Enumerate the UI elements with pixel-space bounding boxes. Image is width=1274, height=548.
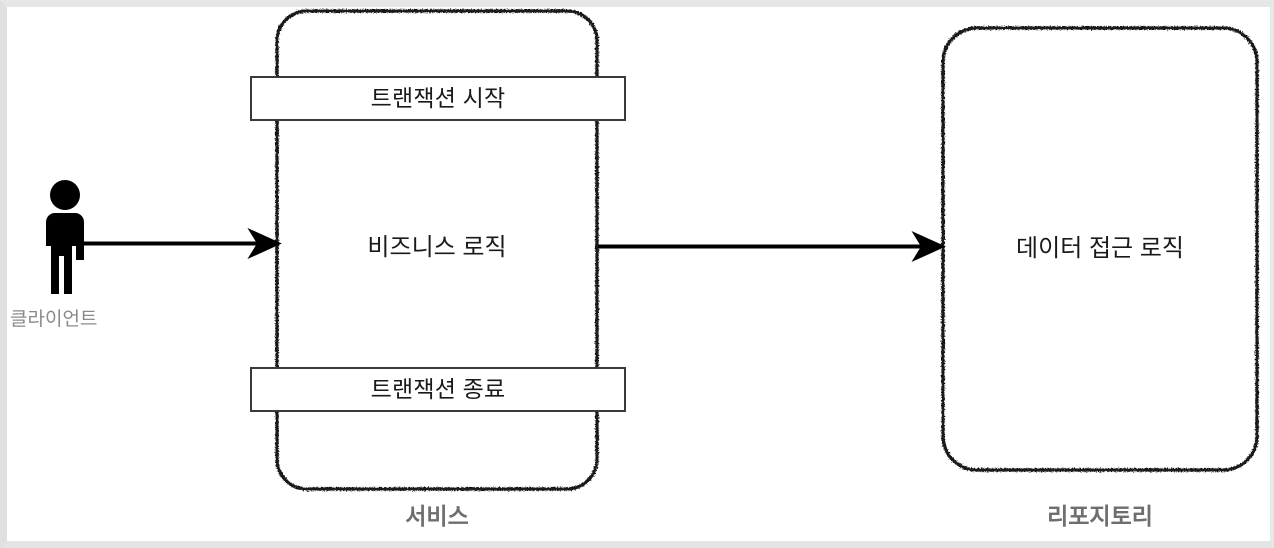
service-title: 서비스 [405, 503, 469, 529]
transaction-begin-bar[interactable]: 트랜잭션 시작 [250, 76, 626, 121]
repository-title: 리포지토리 [1047, 503, 1153, 529]
client-actor[interactable] [36, 178, 94, 294]
transaction-end-bar[interactable]: 트랜잭션 종료 [250, 367, 626, 412]
transaction-begin-label: 트랜잭션 시작 [370, 85, 506, 111]
person-actor-icon [46, 180, 84, 294]
transaction-end-label: 트랜잭션 종료 [370, 376, 506, 402]
repository-caption: 데이터 접근 로직 [1016, 235, 1184, 262]
client-actor-label: 클라이언트 [10, 309, 98, 330]
service-caption: 비즈니스 로직 [367, 234, 507, 261]
